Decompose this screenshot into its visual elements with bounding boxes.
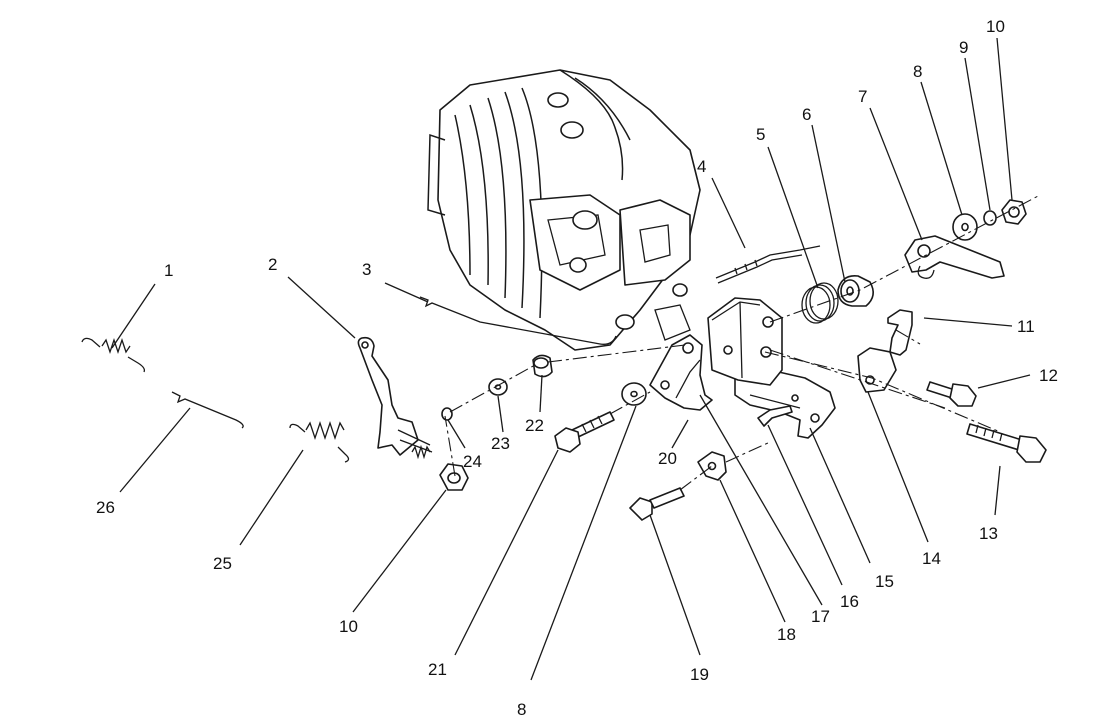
- callout-16: 16: [840, 592, 859, 611]
- part-6-spacer: [837, 274, 874, 307]
- callout-10: 10: [986, 17, 1005, 36]
- part-7-lever-arm: [904, 235, 1005, 279]
- mounting-bracket: [707, 297, 783, 386]
- callout-1: 1: [164, 261, 173, 280]
- part-12-bolt: [926, 381, 977, 407]
- callout-24: 24: [463, 452, 482, 471]
- callout-6: 6: [802, 105, 811, 124]
- part-10-nut-upper: [1001, 199, 1027, 225]
- callout-23: 23: [491, 434, 510, 453]
- part-24-clip: [441, 407, 453, 421]
- callout-13: 13: [979, 524, 998, 543]
- part-19-screw: [629, 487, 685, 521]
- part-16-screw: [757, 405, 793, 427]
- callout-7: 7: [858, 87, 867, 106]
- callout-4: 4: [697, 157, 706, 176]
- part-8-washer-lower: [621, 382, 647, 406]
- leader-lines: [111, 37, 1031, 681]
- callout-19: 19: [690, 665, 709, 684]
- part-2-lever: [357, 336, 433, 460]
- part-3-rod: [419, 296, 617, 345]
- part-20-governor-lever: [649, 334, 713, 411]
- callout-14: 14: [922, 549, 941, 568]
- part-9-lockwasher: [983, 210, 997, 226]
- callout-10-lower: 10: [339, 617, 358, 636]
- callout-5: 5: [756, 125, 765, 144]
- callout-labels: 1 2 3 4 5 6 7 8 9 10 11 12 13 14 15 16 1…: [96, 17, 1058, 719]
- callout-12: 12: [1039, 366, 1058, 385]
- engine-block: [427, 69, 701, 351]
- part-25-spring: [289, 420, 350, 463]
- part-26-wire: [171, 391, 244, 429]
- callout-22: 22: [525, 416, 544, 435]
- callout-2: 2: [268, 255, 277, 274]
- callout-20: 20: [658, 449, 677, 468]
- part-18-clamp: [697, 451, 727, 481]
- callout-17: 17: [811, 607, 830, 626]
- part-14-tab: [857, 347, 897, 393]
- part-13-bolt: [966, 423, 1047, 463]
- callout-18: 18: [777, 625, 796, 644]
- callout-11: 11: [1017, 317, 1035, 336]
- callout-26: 26: [96, 498, 115, 517]
- callout-21: 21: [428, 660, 447, 679]
- callout-3: 3: [362, 260, 371, 279]
- part-4-link: [715, 245, 821, 284]
- part-5-spring: [801, 282, 839, 324]
- callout-15: 15: [875, 572, 894, 591]
- callout-25: 25: [213, 554, 232, 573]
- part-21-bolt: [554, 411, 615, 453]
- callout-9: 9: [959, 38, 968, 57]
- part-22-bushing: [532, 354, 553, 378]
- part-15-plate: [734, 369, 836, 439]
- part-1-spring: [81, 337, 146, 373]
- callout-8: 8: [913, 62, 922, 81]
- callout-8-lower: 8: [517, 700, 526, 719]
- assembly-lines: [444, 194, 1041, 491]
- part-10-nut-lower: [439, 463, 469, 491]
- part-8-washer-upper: [952, 213, 978, 241]
